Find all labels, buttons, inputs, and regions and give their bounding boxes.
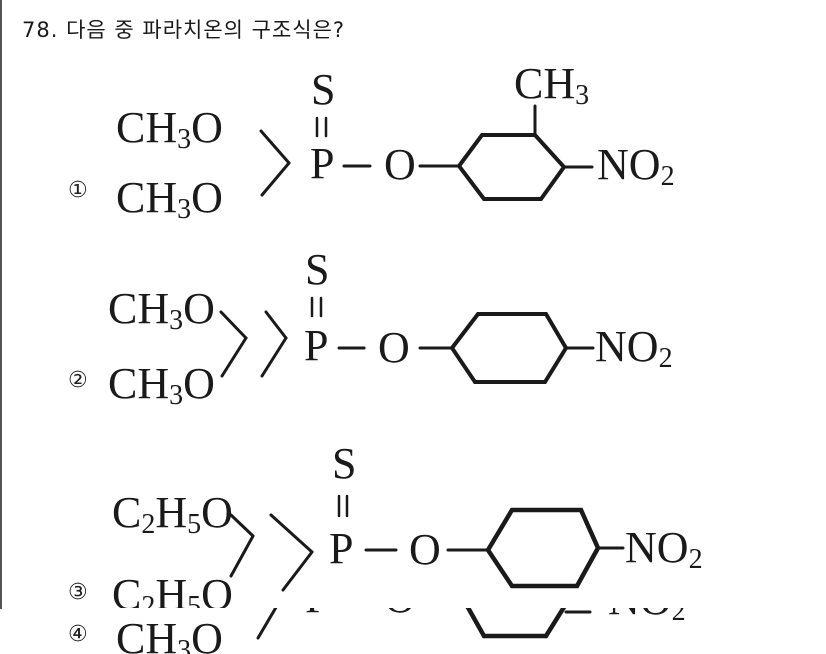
phosphorus-atom: P	[305, 608, 329, 620]
option-number: ②	[68, 368, 88, 393]
ester-oxygen: O	[378, 323, 410, 372]
option-3[interactable]: ③ C2H5O C2H5O S P O NO2	[0, 0, 826, 609]
option-3-bonds	[229, 494, 625, 592]
phosphorus-atom: P	[304, 321, 329, 370]
phosphorus-atom: P	[329, 524, 354, 573]
lower-methoxy-group: CH3O	[116, 614, 223, 654]
sulfur-atom: S	[332, 439, 357, 488]
methyl-substituent: CH3	[514, 59, 590, 111]
lower-methoxy-group: CH3O	[108, 359, 215, 411]
upper-methoxy-group: CH3O	[108, 284, 215, 336]
option-number: ①	[68, 178, 88, 203]
page-left-border	[0, 0, 2, 609]
lower-methoxy-group: CH3O	[116, 173, 223, 225]
question-text: 78. 다음 중 파라치온의 구조식은?	[22, 18, 346, 42]
option-number: ④	[68, 622, 88, 647]
lower-ethoxy-group: C2H5O	[112, 570, 233, 609]
ester-oxygen: O	[384, 140, 416, 189]
nitro-substituent: NO2	[608, 608, 686, 627]
sulfur-atom: S	[311, 65, 336, 114]
option-4[interactable]: ④ CH3O P O NO2	[0, 608, 826, 654]
ester-oxygen: O	[384, 608, 416, 620]
option-number: ③	[68, 580, 88, 605]
sulfur-atom: S	[305, 245, 330, 294]
ester-oxygen: O	[409, 525, 441, 574]
nitro-substituent: NO2	[625, 523, 703, 575]
nitro-substituent: NO2	[597, 140, 675, 192]
option-4-bonds	[256, 608, 592, 640]
upper-methoxy-group: CH3O	[116, 103, 223, 155]
nitro-substituent: NO2	[595, 322, 673, 374]
upper-ethoxy-group: C2H5O	[112, 488, 233, 540]
phosphorus-atom: P	[310, 139, 335, 188]
